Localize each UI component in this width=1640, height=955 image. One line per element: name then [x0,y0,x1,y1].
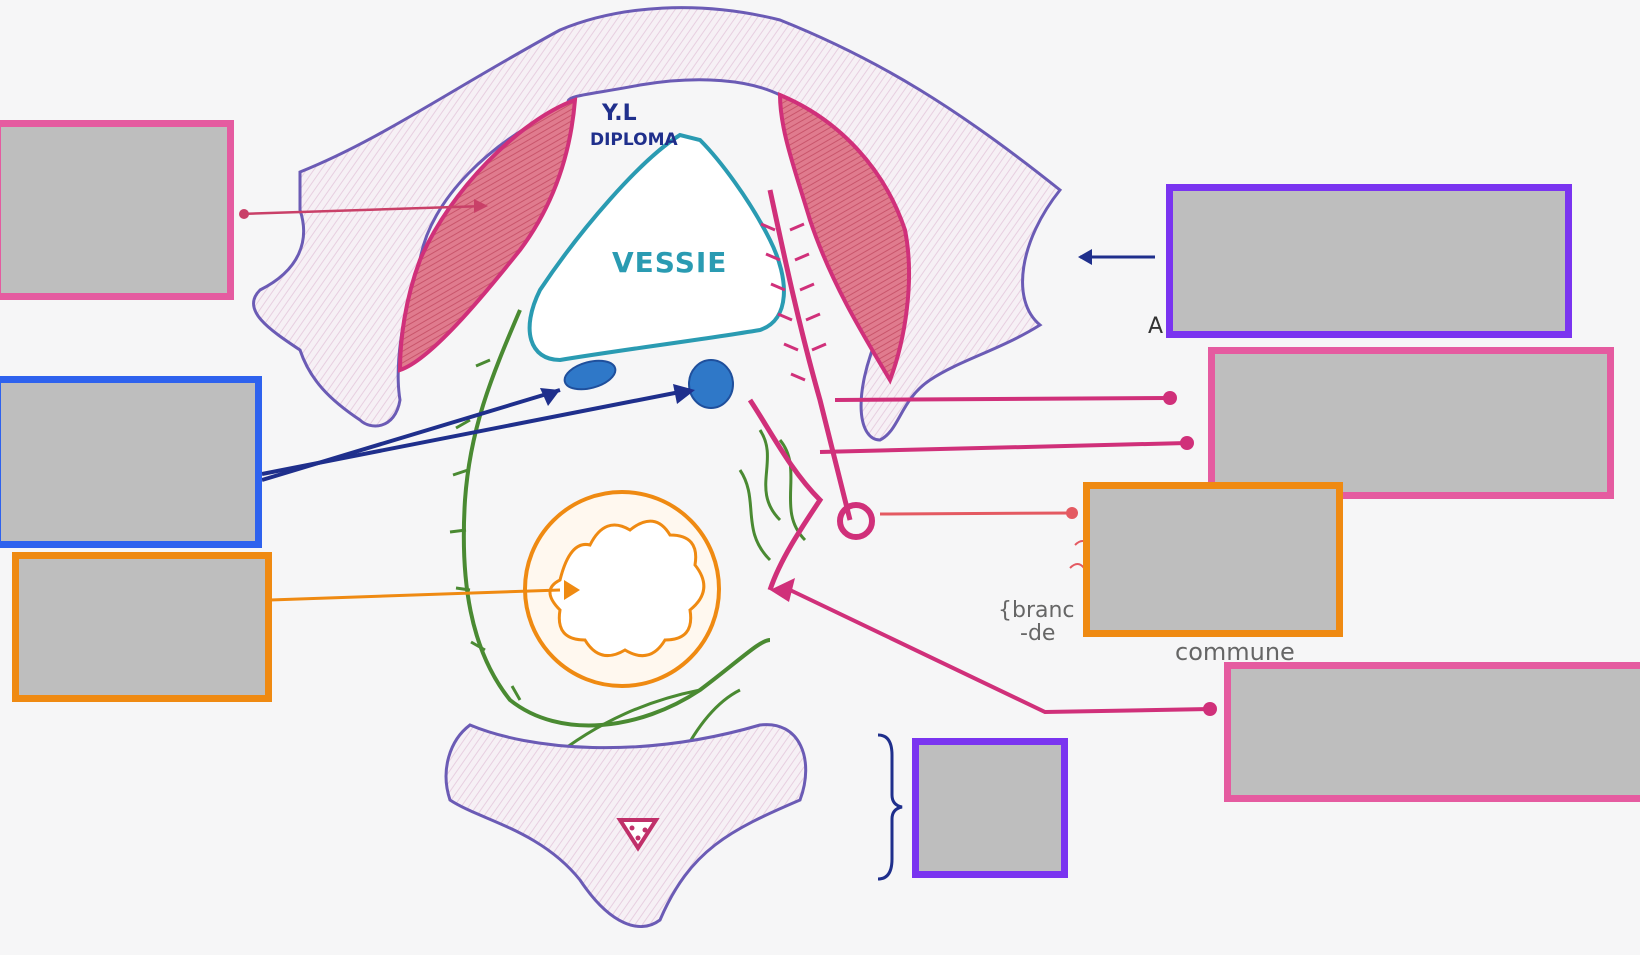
artery-leader-2 [819,441,1188,454]
sacral-dot-1 [629,825,635,831]
sacral-dot-2 [642,827,648,833]
green-vessel-loop [461,309,771,728]
branch-label-box [1224,662,1640,802]
vessels-arrow-1 [540,388,560,406]
left-muscle [397,97,578,373]
nodule-label-box [1083,482,1343,637]
artery-secondary [747,398,824,591]
bone-leader-arrow [1078,249,1092,265]
right-muscle [777,91,911,385]
rectum-lumen [548,519,706,658]
signature-line2: DIPLOMA [590,130,678,150]
artery-leader-2-dot [1180,436,1194,450]
green-branches [449,358,807,701]
note-branches-line2: -de [1020,621,1055,646]
artery-node [837,502,875,540]
artery-main [767,189,853,521]
branch-leader [789,588,1211,715]
vessels-leader-2 [261,388,691,476]
muscle-leader-dot [239,209,249,219]
right-vessel [688,359,734,409]
artery-leader-1-dot [1163,391,1177,405]
vessels-arrow-2 [673,384,695,404]
sacral-dot-3 [635,835,641,841]
left-vessel [563,359,617,391]
note-branches-line1: {branc [998,598,1075,623]
vessels-label-box [0,376,262,548]
rectum-label-box [12,552,272,702]
muscle-leader-arrow [474,199,488,213]
nodule-leader-dot [1066,507,1078,519]
bone-label-box [1166,184,1572,338]
branch-leader-dot [1203,702,1217,716]
artery-arrowhead [770,578,795,602]
sacrum-label-box [912,738,1068,878]
rectum-arrowhead [564,580,580,600]
muscle-label-box [0,120,234,300]
note-commune: commune [1175,638,1295,666]
artery-leader-1 [834,396,1171,402]
artery-ticks [760,222,827,382]
vessie-label: VESSIE [612,246,727,279]
sacrum-bracket [877,733,903,881]
artery-label-box [1208,347,1614,499]
signature-line1: Y.L [601,101,637,126]
sacral-canal [616,818,660,852]
nodule-leader [879,511,1073,516]
rectum-leader [269,588,561,602]
muscle-leader [239,204,486,216]
partial-letter: A [1148,314,1163,339]
